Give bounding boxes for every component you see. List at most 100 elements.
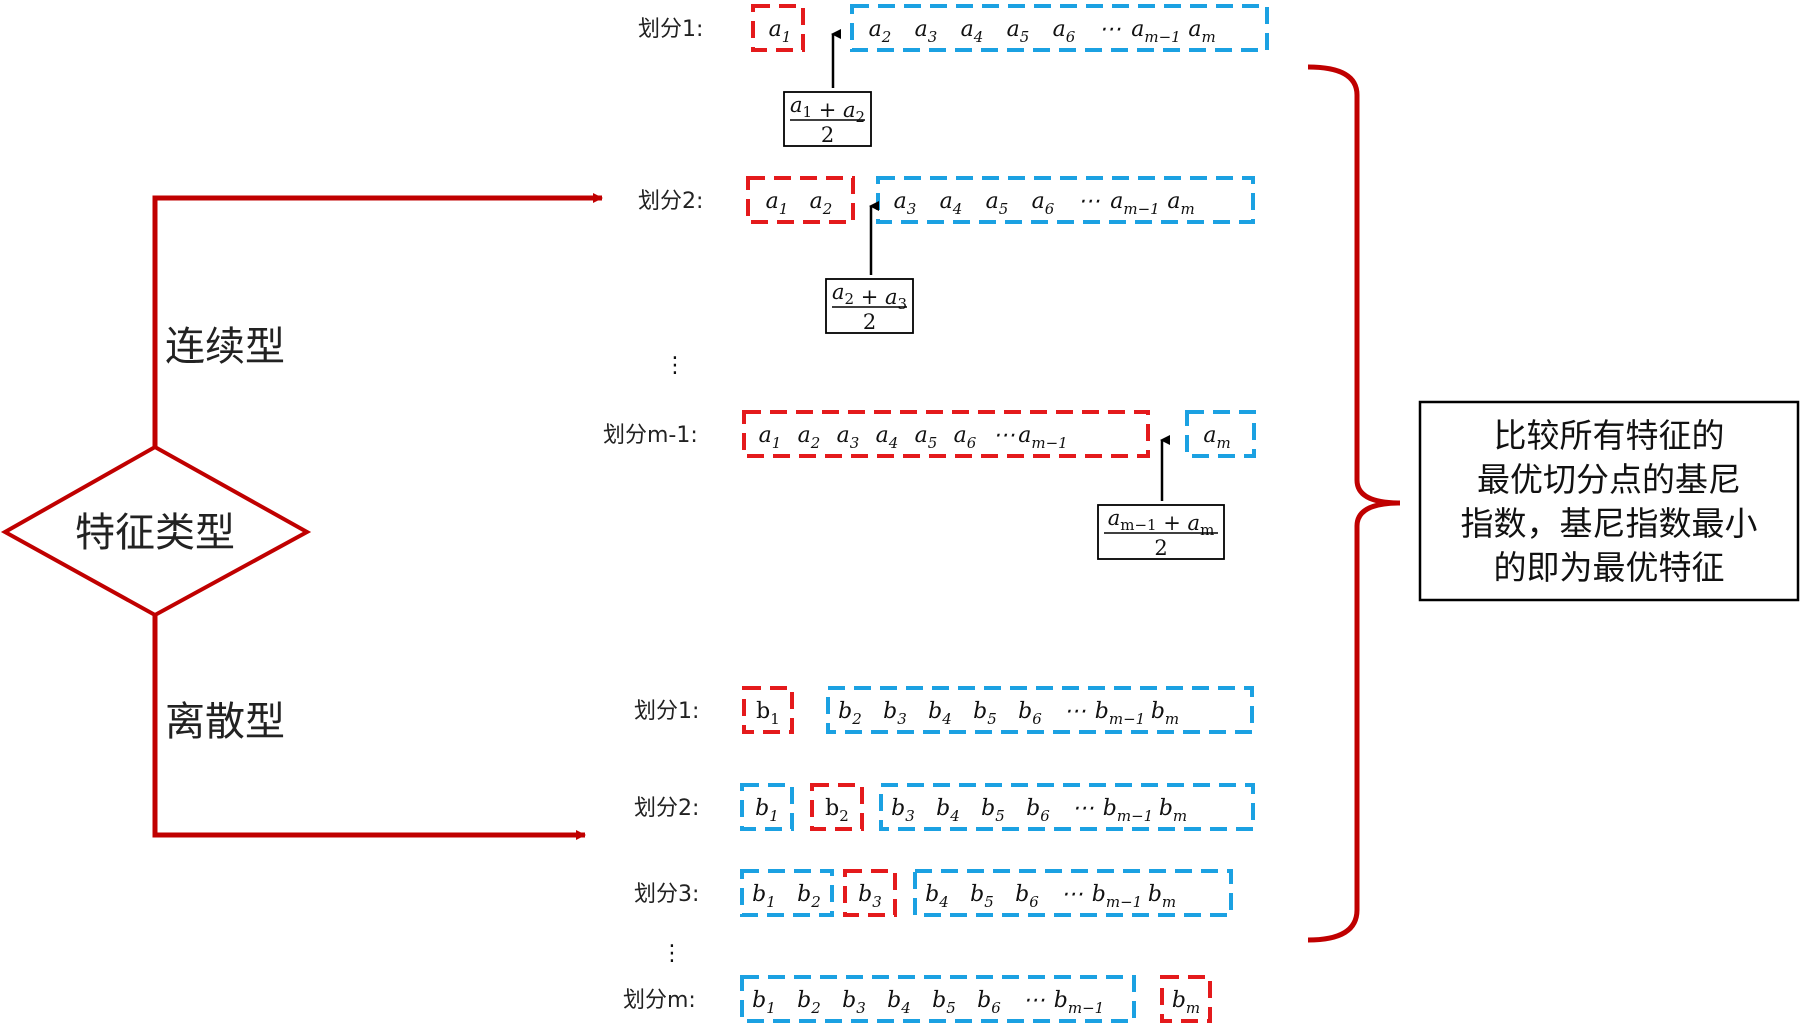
remaining-values-item: b5 bbox=[973, 699, 997, 728]
remaining-values-item: b6 bbox=[1015, 882, 1039, 911]
remaining-values-box bbox=[740, 869, 834, 917]
left-subset-box bbox=[742, 410, 1150, 458]
remaining-values-item: ⋯ bbox=[1061, 882, 1083, 907]
right-subset-item: a4 bbox=[961, 17, 984, 46]
continuous-branch-label: 连续型 bbox=[165, 324, 285, 370]
right-subset-item: am bbox=[1203, 423, 1230, 452]
remaining-values-item: bm−1 bbox=[1103, 796, 1153, 825]
right-subset-item: a5 bbox=[1007, 17, 1030, 46]
left-subset: a1 bbox=[769, 17, 792, 46]
remaining-values-item: bm bbox=[1148, 882, 1176, 911]
selected-value: bm bbox=[1172, 988, 1200, 1017]
feature-type-diamond bbox=[0, 444, 312, 618]
selected-value-box bbox=[843, 869, 897, 917]
formula-denominator: 2 bbox=[821, 123, 834, 147]
remaining-values-item: b5 bbox=[981, 796, 1005, 825]
right-subset-box bbox=[850, 4, 1269, 52]
remaining-values-item: bm bbox=[1151, 699, 1179, 728]
conclusion-box: 比较所有特征的 最优切分点的基尼 指数，基尼指数最小 的即为最优特征 bbox=[1418, 400, 1800, 602]
left-subset-item: a1 bbox=[759, 423, 782, 452]
remaining-values-item: bm−1 bbox=[1095, 699, 1145, 728]
right-subset-item: a5 bbox=[986, 189, 1009, 218]
right-subset: am bbox=[1203, 423, 1230, 452]
selected-value-item: b2 bbox=[825, 796, 849, 825]
remaining-values-item: b3 bbox=[891, 796, 915, 825]
split-label: 划分2: bbox=[638, 189, 703, 214]
left-subset-item: a1 bbox=[766, 189, 789, 218]
right-subset-item: a6 bbox=[1032, 189, 1055, 218]
discrete-branch-label: 离散型 bbox=[165, 699, 285, 745]
continuous-branch-line bbox=[152, 193, 603, 447]
feature-type-tree: 特征类型 连续型 离散型 bbox=[0, 193, 603, 840]
formula-numerator: a2 + a3 bbox=[832, 280, 907, 313]
left-subset-item: a4 bbox=[876, 423, 899, 452]
remaining-values: b1 b2 bbox=[752, 882, 821, 911]
right-subset-box bbox=[1185, 410, 1256, 458]
selected-value-item: b3 bbox=[858, 882, 882, 911]
remaining-values-item: b1 bbox=[752, 882, 776, 911]
remaining-values-box bbox=[740, 975, 1136, 1023]
right-subset-item: a4 bbox=[940, 189, 963, 218]
left-subset-item: am−1 bbox=[1018, 423, 1067, 452]
remaining-values-item: bm−1 bbox=[1092, 882, 1142, 911]
right-subset-item: a3 bbox=[894, 189, 917, 218]
left-subset-item: a2 bbox=[798, 423, 821, 452]
split-label: 划分2: bbox=[634, 796, 699, 821]
conclusion-line-2: 最优切分点的基尼 bbox=[1477, 460, 1741, 499]
remaining-values-item: b4 bbox=[936, 796, 960, 825]
remaining-values-item: b2 bbox=[797, 882, 821, 911]
selected-value: b3 bbox=[858, 882, 882, 911]
formula-denominator: 2 bbox=[863, 310, 876, 334]
remaining-values-item: ⋯ bbox=[1064, 699, 1086, 724]
remaining-values-item: ⋯ bbox=[1023, 988, 1045, 1013]
remaining-values-item: b6 bbox=[977, 988, 1001, 1017]
conclusion-line-4: 的即为最优特征 bbox=[1494, 548, 1725, 587]
remaining-values-item: b2 bbox=[797, 988, 821, 1017]
left-subset-box bbox=[751, 4, 805, 52]
right-subset-item: ⋯ bbox=[1078, 189, 1100, 214]
comparison-brace bbox=[1307, 64, 1401, 943]
split-label: 划分m-1: bbox=[603, 423, 698, 448]
right-subset-item: am bbox=[1188, 17, 1215, 46]
right-subset-item: am−1 bbox=[1131, 17, 1180, 46]
remaining-values-item: b2 bbox=[838, 699, 862, 728]
remaining-values-item: ⋯ bbox=[1072, 796, 1094, 821]
selected-value-item: b1 bbox=[756, 699, 780, 728]
conclusion-line-3: 指数，基尼指数最小 bbox=[1461, 504, 1758, 543]
left-subset-item: ⋯ bbox=[993, 423, 1015, 448]
remaining-values-item: bm bbox=[1159, 796, 1187, 825]
formula-numerator: a1 + a2 bbox=[790, 93, 865, 126]
split-point-formula: am−1 + am2 bbox=[1097, 504, 1225, 560]
right-subset-item: a3 bbox=[915, 17, 938, 46]
remaining-values-item: b6 bbox=[1026, 796, 1050, 825]
left-subset-item: a3 bbox=[837, 423, 860, 452]
split-label: 划分m: bbox=[623, 988, 696, 1013]
selected-value: b2 bbox=[825, 796, 849, 825]
remaining-values-item: b1 bbox=[755, 796, 779, 825]
remaining-values-item: b4 bbox=[928, 699, 952, 728]
right-subset-item: a6 bbox=[1053, 17, 1076, 46]
split-point-formula: a1 + a22 bbox=[783, 91, 872, 147]
feature-type-label: 特征类型 bbox=[75, 510, 235, 556]
selected-value-box bbox=[742, 686, 794, 734]
conclusion-line-1: 比较所有特征的 bbox=[1494, 416, 1725, 455]
split-label: 划分3: bbox=[634, 882, 699, 907]
left-subset-item: a6 bbox=[954, 423, 977, 452]
remaining-values-item: b4 bbox=[887, 988, 911, 1017]
right-subset-item: ⋯ bbox=[1099, 17, 1121, 42]
split-point-formula: a2 + a32 bbox=[825, 278, 914, 334]
